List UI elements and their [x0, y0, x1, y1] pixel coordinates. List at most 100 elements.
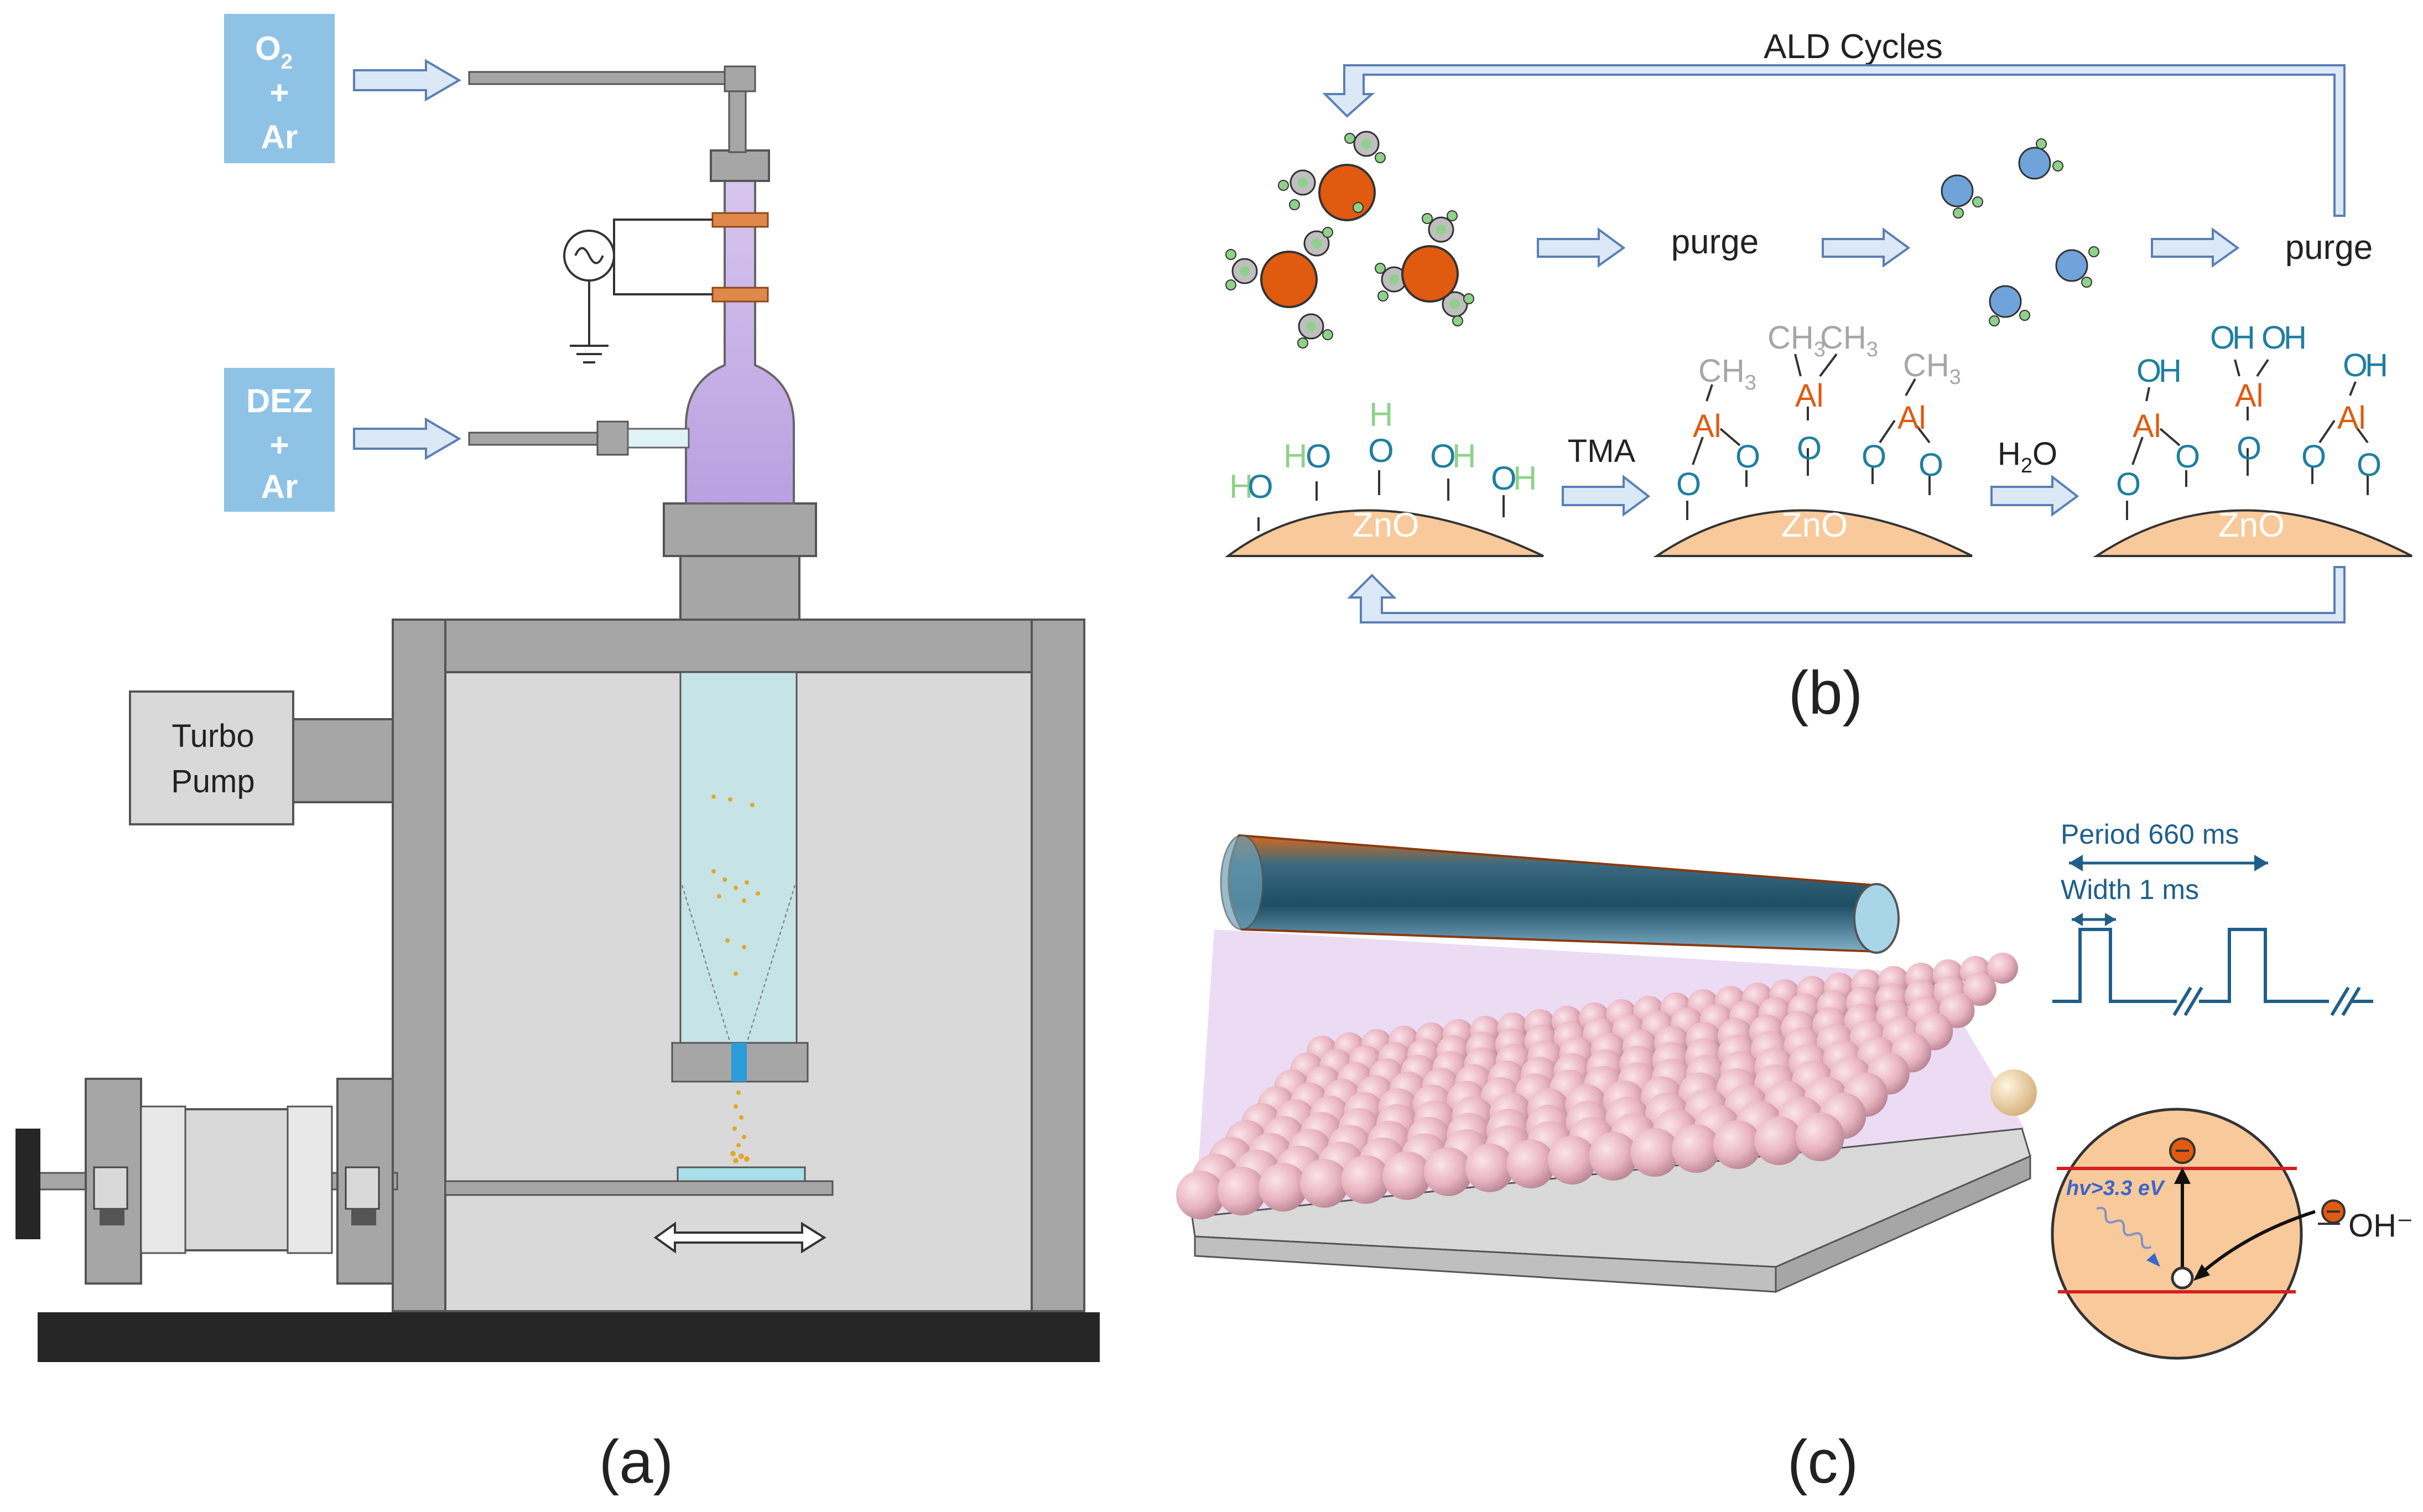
gas-line-elbow [724, 65, 756, 92]
period-arrow-head-left [2069, 855, 2083, 871]
nanoparticle-sphere [1217, 1167, 1266, 1215]
purge-label-1: purge [1671, 223, 1759, 261]
arrow-h2o [1990, 474, 2079, 517]
coil-lower [711, 287, 769, 303]
manipulator-clamp-left [93, 1166, 128, 1210]
gas-box-top-line1: O2 [255, 30, 293, 74]
surface-2-ch3-2: CH3 [1767, 320, 1826, 361]
gas-box-top-line3: Ar [261, 118, 298, 155]
nanoparticle-sphere [1754, 1116, 1803, 1165]
arrow-from-purge-1 [1822, 227, 1911, 268]
surface-2-ch3-4: CH3 [1903, 347, 1961, 389]
gas-inlet-arrow-bottom [353, 417, 461, 460]
precursor-molecule-1 [1290, 131, 1380, 221]
surface-3-oh-2-o: O [2210, 320, 2235, 356]
ald-cycles-label: ALD Cycles [1764, 28, 1943, 66]
substrate [677, 1166, 806, 1182]
surface-3-oh-1-h: H [2159, 353, 2182, 389]
width-arrow-head-left [2072, 913, 2083, 926]
band-diagram-circle [2051, 1108, 2303, 1360]
h2o-label: H2O [1998, 436, 2057, 477]
uv-lamp-start [1220, 834, 1264, 931]
surface-1-o-3: O [1368, 432, 1394, 469]
gas-line-bottom-connector [596, 420, 629, 456]
gas-box-top-line2: + [269, 74, 289, 111]
surface-3-al-2: Al [2235, 378, 2264, 414]
surface-3-o-2: O [2175, 439, 2200, 475]
surface-1-h-3: H [1369, 396, 1393, 433]
surface-3-bonds [2126, 358, 2369, 520]
surface-1-h-2: H [1283, 438, 1307, 475]
surface-3-o-3: O [2237, 430, 2261, 466]
pulse-break-1 [2172, 986, 2203, 1016]
surface-2-ch3-3: CH3 [1820, 320, 1878, 361]
surface-1-o-1: O [1247, 468, 1273, 505]
nanoparticle-sphere [1713, 1120, 1762, 1169]
nanoparticle-sphere [1424, 1147, 1473, 1196]
width-arrow-head-right [2105, 913, 2116, 926]
surface-3-oh-4-h: H [2365, 347, 2388, 383]
manipulator-bellows-ring-right [287, 1105, 333, 1254]
surface-1-h-5: H [1513, 460, 1537, 497]
ald-cycle-loop-top [1322, 64, 2346, 217]
nanoparticle-flow [711, 794, 760, 1163]
surface-2-al-3: Al [1897, 400, 1926, 436]
precursor-molecule-2 [1231, 230, 1330, 340]
surface-1-o-4: O [1430, 438, 1456, 475]
substrate-slab-side [1775, 1155, 2031, 1293]
gas-box-dez-ar [224, 368, 335, 512]
surface-1-o-5: O [1491, 460, 1517, 497]
surface-3-oh-1-o: O [2136, 353, 2161, 389]
surface-2-o-2: O [1735, 439, 1760, 475]
nanoparticle-sphere [1465, 1144, 1514, 1192]
nanoparticle-sphere [1300, 1159, 1349, 1208]
hole-capture-arrow-head [2193, 1264, 2210, 1281]
manipulator-clamp-right [345, 1166, 380, 1210]
gas-line-bottom [468, 432, 606, 446]
pulse-break-2 [2330, 986, 2361, 1016]
surface-3-oh-4-o: O [2343, 347, 2368, 383]
surface-2-al-1: Al [1693, 408, 1722, 444]
surface-2-o-5: O [1918, 447, 1943, 483]
surface-2-o-1: O [1676, 466, 1701, 502]
chamber-left-wall [392, 619, 446, 1312]
ald-cycle-loop-bottom [1347, 566, 2346, 623]
sample-stage [444, 1180, 834, 1196]
caption-a: (a) [599, 1428, 673, 1496]
turbo-pump-neck [292, 718, 394, 803]
panel-b-ald-cycle: ALD Cycles [1224, 28, 2412, 727]
surface-1-h-4: H [1452, 438, 1476, 475]
hydrogen-dots-precursors [1225, 133, 1474, 349]
caption-c: (c) [1787, 1428, 1858, 1496]
gas-box-o2-ar [224, 14, 335, 163]
manipulator-knob [15, 1129, 40, 1239]
surface-1-h-1: H [1229, 468, 1253, 505]
surface-2-al-2: Al [1795, 378, 1824, 414]
gas-line-top [468, 71, 736, 85]
arrow-tma [1562, 474, 1651, 517]
top-cap [710, 149, 770, 182]
width-label: Width 1 ms [2061, 874, 2199, 905]
panel-c-photoactivation: Period 660 ms Width 1 ms hv>3.3 eV OH⁻ (… [1176, 819, 2414, 1496]
hole-capture-arrow [2198, 1210, 2316, 1277]
cone-right [746, 885, 795, 1043]
surface-3-o-4: O [2301, 439, 2326, 475]
gas-box-bottom-line1: DEZ [246, 382, 313, 419]
surface-3-o-1: O [2116, 466, 2141, 502]
surface-3-al-3: Al [2337, 400, 2366, 436]
excitation-arrow-head [2174, 1167, 2191, 1184]
surface-2-ch3-1: CH3 [1698, 353, 1756, 394]
zno-surface-1 [1224, 509, 1544, 557]
precursor-molecule-3 [1381, 216, 1468, 318]
surface-3-al-1: Al [2133, 408, 2161, 444]
period-arrow-head-right [2254, 855, 2268, 871]
deposition-tube [679, 671, 798, 1044]
turbo-pump-body [129, 690, 294, 825]
highlighted-particle [1990, 1069, 2037, 1116]
nanoparticle-sphere [1630, 1128, 1680, 1177]
gas-box-bottom-line2: + [269, 427, 289, 464]
surface-2-bonds [1686, 353, 1931, 520]
gas-inlet-arrow-top [353, 59, 461, 102]
water-molecules [1941, 138, 2099, 326]
